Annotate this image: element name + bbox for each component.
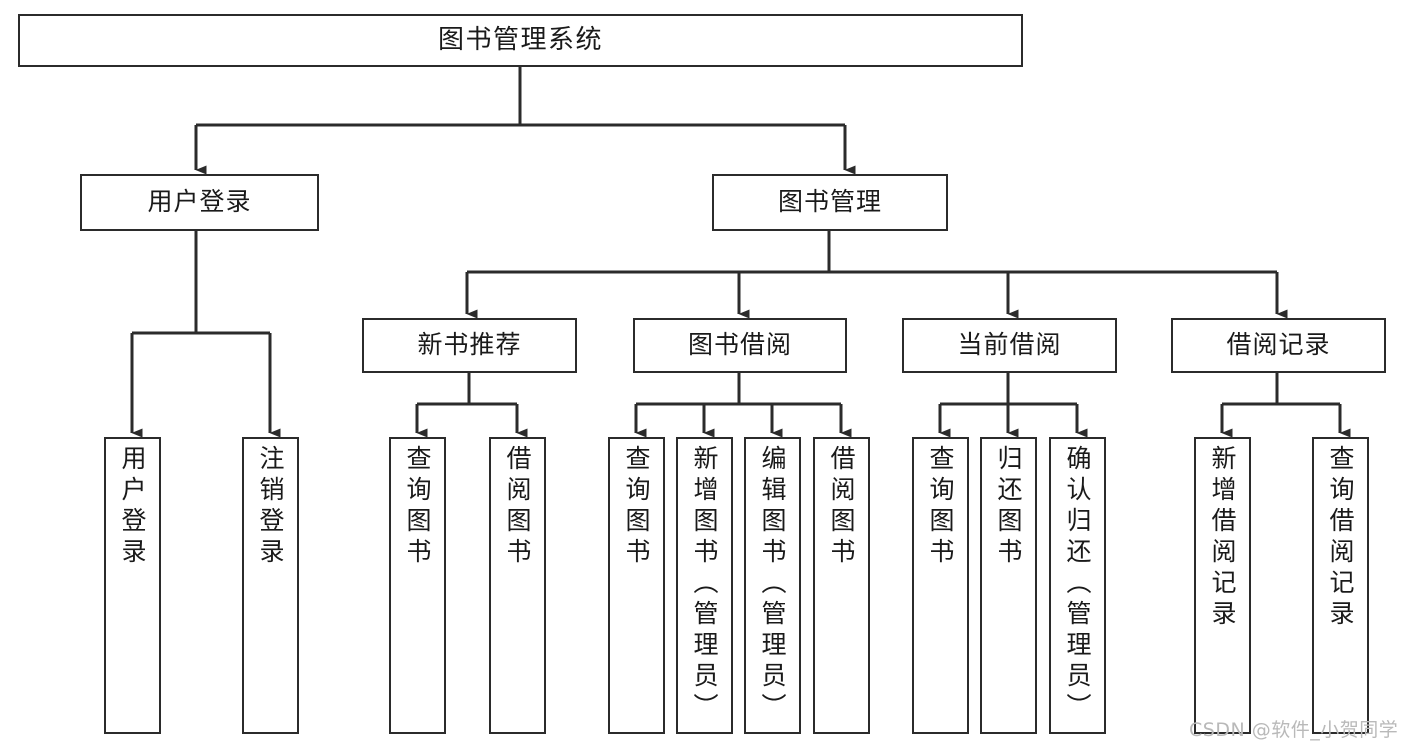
node-label: 查询图书 (926, 445, 955, 569)
node-leaf-borrow-book-2[interactable]: 借阅图书 (813, 437, 870, 734)
node-user-login[interactable]: 用户登录 (80, 174, 319, 231)
node-label: 图书管理 (777, 187, 882, 217)
node-label: 查询图书 (622, 445, 651, 569)
node-root-system[interactable]: 图书管理系统 (18, 14, 1023, 67)
node-leaf-logout-login[interactable]: 注销登录 (242, 437, 299, 734)
node-label: 新书推荐 (417, 330, 522, 360)
node-leaf-add-record[interactable]: 新增借阅记录 (1194, 437, 1251, 734)
watermark-csdn: CSDN @软件_小贺同学 (1189, 719, 1399, 741)
node-leaf-confirm-return[interactable]: 确认归还（管理员） (1049, 437, 1106, 734)
node-leaf-query-book-1[interactable]: 查询图书 (389, 437, 446, 734)
node-label: 借阅记录 (1226, 330, 1331, 360)
node-label: 查询图书 (403, 445, 432, 569)
node-label: 借阅图书 (827, 445, 856, 569)
node-label: 借阅图书 (503, 445, 532, 569)
node-label: 编辑图书（管理员） (758, 445, 787, 724)
node-leaf-return-book[interactable]: 归还图书 (980, 437, 1037, 734)
node-label: 图书借阅 (687, 330, 792, 360)
node-book-management[interactable]: 图书管理 (712, 174, 948, 231)
node-label: 新增借阅记录 (1208, 445, 1237, 631)
node-leaf-user-login[interactable]: 用户登录 (104, 437, 161, 734)
node-leaf-query-record[interactable]: 查询借阅记录 (1312, 437, 1369, 734)
node-label: 确认归还（管理员） (1063, 445, 1092, 724)
node-leaf-edit-book[interactable]: 编辑图书（管理员） (744, 437, 801, 734)
node-leaf-query-book-3[interactable]: 查询图书 (912, 437, 969, 734)
node-borrow-record[interactable]: 借阅记录 (1171, 318, 1386, 373)
node-label: 注销登录 (256, 445, 285, 569)
node-label: 归还图书 (994, 445, 1023, 569)
node-leaf-add-book[interactable]: 新增图书（管理员） (676, 437, 733, 734)
node-leaf-query-book-2[interactable]: 查询图书 (608, 437, 665, 734)
node-book-borrow[interactable]: 图书借阅 (633, 318, 847, 373)
node-label: 用户登录 (147, 187, 252, 217)
node-label: 当前借阅 (957, 330, 1062, 360)
node-label: 图书管理系统 (437, 24, 603, 55)
node-label: 查询借阅记录 (1326, 445, 1355, 631)
node-label: 用户登录 (118, 445, 147, 569)
node-new-book-recommend[interactable]: 新书推荐 (362, 318, 577, 373)
node-label: 新增图书（管理员） (690, 445, 719, 724)
node-leaf-borrow-book-1[interactable]: 借阅图书 (489, 437, 546, 734)
node-current-borrow[interactable]: 当前借阅 (902, 318, 1117, 373)
